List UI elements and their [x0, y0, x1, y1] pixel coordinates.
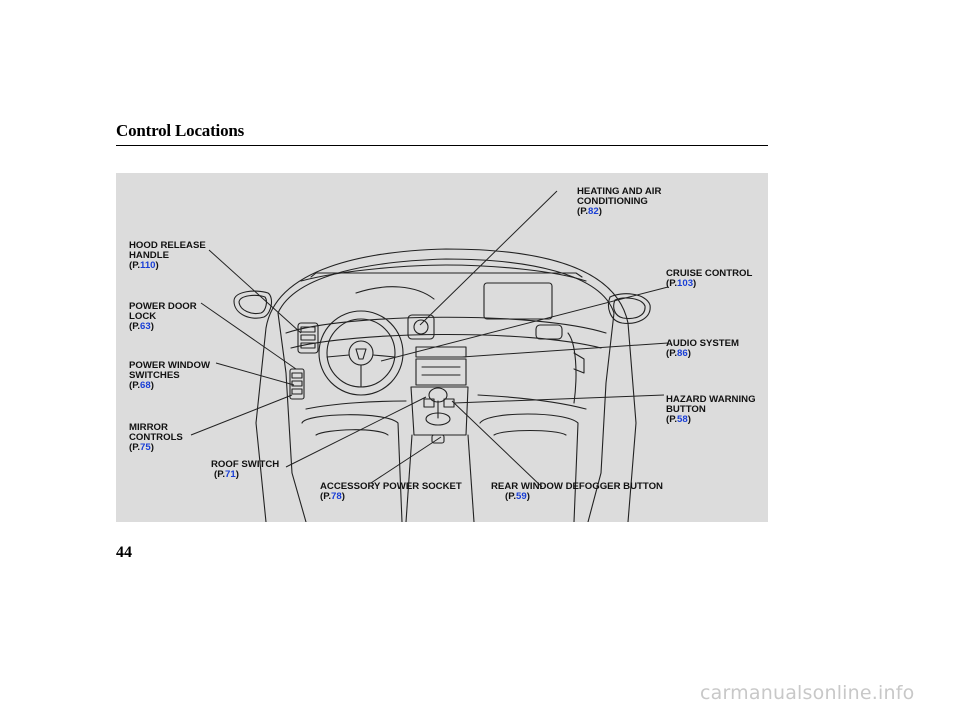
page-reference[interactable]: (P.58) [666, 415, 756, 425]
ref-prefix: (P. [666, 414, 678, 426]
ref-suffix: ) [687, 414, 691, 426]
ref-prefix: (P. [214, 469, 226, 481]
callout-power-window-switches: POWER WINDOW SWITCHES (P.68) [129, 360, 211, 392]
page-reference[interactable]: (P.59) [491, 492, 663, 502]
ref-page-link[interactable]: 71 [225, 469, 236, 481]
page-reference[interactable]: (P.78) [320, 492, 462, 502]
callout-line: SWITCHES [129, 370, 180, 382]
ref-prefix: (P. [129, 442, 141, 454]
callout-line: LOCK [129, 311, 157, 323]
page-reference[interactable]: (P.110) [129, 261, 206, 271]
ref-prefix: (P. [320, 491, 332, 503]
callout-line: CONDITIONING [577, 196, 648, 208]
callout-line: REAR WINDOW DEFOGGER BUTTON [491, 481, 663, 492]
control-locations-figure: HEATING AND AIR CONDITIONING (P.82) HOOD… [116, 173, 768, 522]
ref-suffix: ) [155, 260, 159, 272]
ref-prefix: (P. [666, 348, 678, 360]
callout-line: ACCESSORY POWER SOCKET [320, 481, 462, 492]
ref-page-link[interactable]: 75 [140, 442, 151, 454]
callout-line: POWER WINDOW [129, 360, 211, 371]
ref-page-link[interactable]: 68 [140, 380, 151, 392]
ref-suffix: ) [598, 206, 602, 218]
ref-page-link[interactable]: 82 [588, 206, 599, 218]
callout-line: HANDLE [129, 250, 169, 262]
ref-page-link[interactable]: 58 [677, 414, 688, 426]
ref-page-link[interactable]: 63 [140, 321, 151, 333]
ref-suffix: ) [341, 491, 345, 503]
dashboard-illustration [190, 190, 669, 522]
page-title: Control Locations [116, 121, 245, 140]
ref-prefix: (P. [666, 278, 678, 290]
ref-page-link[interactable]: 110 [140, 260, 156, 272]
page-reference[interactable]: (P.103) [666, 279, 752, 289]
callout-hood-release-handle: HOOD RELEASE HANDLE (P.110) [129, 240, 206, 272]
ref-suffix: ) [693, 278, 697, 290]
ref-suffix: ) [150, 442, 154, 454]
callout-mirror-controls: MIRROR CONTROLS (P.75) [129, 422, 183, 454]
callout-hazard-warning-button: HAZARD WARNING BUTTON (P.58) [666, 394, 756, 426]
title-rule [116, 145, 768, 146]
ref-page-link[interactable]: 78 [331, 491, 342, 503]
watermark: carmanualsonline.info [700, 682, 915, 704]
callout-accessory-power-socket: ACCESSORY POWER SOCKET (P.78) [320, 481, 462, 502]
ref-prefix: (P. [129, 380, 141, 392]
ref-suffix: ) [526, 491, 530, 503]
callout-line: ROOF SWITCH [211, 459, 280, 470]
callout-line: CRUISE CONTROL [666, 268, 753, 279]
ref-suffix: ) [150, 321, 154, 333]
callout-audio-system: AUDIO SYSTEM (P.86) [666, 338, 740, 359]
page-reference[interactable]: (P.75) [129, 443, 183, 453]
ref-page-link[interactable]: 86 [677, 348, 688, 360]
callout-line: AUDIO SYSTEM [666, 338, 740, 349]
callout-line: CONTROLS [129, 432, 183, 444]
callout-line: HOOD RELEASE [129, 240, 206, 251]
callout-heating-air-conditioning: HEATING AND AIR CONDITIONING (P.82) [577, 186, 662, 218]
page-reference[interactable]: (P.63) [129, 322, 197, 332]
ref-page-link[interactable]: 59 [516, 491, 527, 503]
page-reference[interactable]: (P.82) [577, 207, 661, 217]
callout-line: MIRROR [129, 422, 168, 433]
callout-line: POWER DOOR [129, 301, 197, 312]
callout-line: HAZARD WARNING [666, 394, 756, 405]
page-reference[interactable]: (P.86) [666, 349, 739, 359]
ref-suffix: ) [687, 348, 691, 360]
ref-page-link[interactable]: 103 [677, 278, 694, 290]
callout-line: BUTTON [666, 404, 706, 416]
ref-prefix: (P. [577, 206, 589, 218]
ref-prefix: (P. [505, 491, 517, 503]
page-number: 44 [116, 544, 132, 561]
page-reference[interactable]: (P.71) [211, 470, 279, 480]
ref-suffix: ) [150, 380, 154, 392]
page-reference[interactable]: (P.68) [129, 381, 210, 391]
callout-line: HEATING AND AIR [577, 186, 662, 197]
callout-roof-switch: ROOF SWITCH (P.71) [211, 459, 280, 480]
callout-power-door-lock: POWER DOOR LOCK (P.63) [129, 301, 197, 333]
callout-rear-window-defogger: REAR WINDOW DEFOGGER BUTTON (P.59) [491, 481, 663, 502]
ref-suffix: ) [235, 469, 239, 481]
ref-prefix: (P. [129, 321, 141, 333]
ref-prefix: (P. [129, 260, 141, 272]
callout-cruise-control: CRUISE CONTROL (P.103) [666, 268, 753, 289]
